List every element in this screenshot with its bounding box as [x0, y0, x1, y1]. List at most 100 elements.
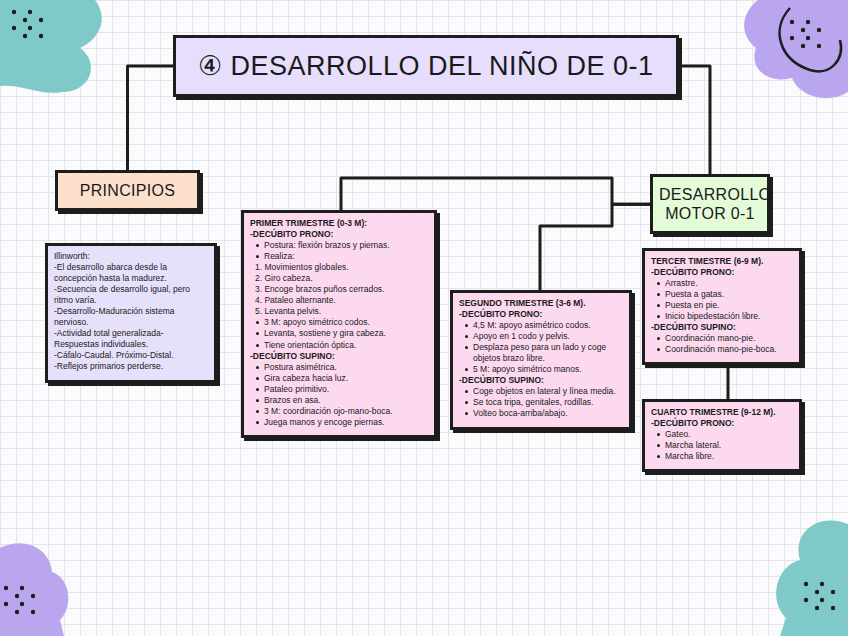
dot: [820, 598, 824, 602]
bullet-item: Coordinación mano-pie-boca.: [651, 344, 793, 355]
bullet-item: Coordinación mano-pie.: [651, 333, 793, 344]
heading: ④ DESARROLLO DEL NIÑO DE 0-1: [198, 50, 654, 82]
dot: [15, 594, 19, 598]
bullet-item: Postura asimétrica.: [250, 362, 428, 373]
bullet-item: Inicio bipedestación libre.: [651, 311, 793, 322]
bullet-item: Pataleo primitivo.: [250, 384, 428, 395]
bullet-item: Realiza:: [250, 251, 428, 262]
bullet-item: Levanta, sostiene y gira cabeza.: [250, 328, 428, 339]
bullet-item: Puesta a gatas.: [651, 289, 793, 300]
blob: [0, 0, 102, 93]
heading: -DECÚBITO PRONO:: [651, 267, 793, 278]
bullet-item: Volteo boca-arriba/abajo.: [459, 408, 623, 419]
heading: PRINCIPIOS: [64, 181, 191, 200]
text-box: TERCER TIMESTRE (6-9 M).-DECÚBITO PRONO:…: [642, 248, 802, 365]
bullet-item: Marcha libre.: [651, 451, 793, 462]
dot: [4, 602, 8, 606]
blob: [0, 543, 68, 636]
blob: [744, 0, 848, 98]
bullet-item: Tiene orientación óptica.: [250, 340, 428, 351]
text-line: Illinworth:: [54, 251, 208, 262]
text-line: -Desarrollo-Maduración sistema nervioso.: [54, 306, 208, 328]
dot: [31, 594, 35, 598]
bullet-item: Coge objetos en lateral y línea media.: [459, 386, 623, 397]
bullet-item: 3 M: apoyo simétrico codos.: [250, 317, 428, 328]
connector: [540, 204, 650, 290]
heading: -DECÚBITO PRONO:: [651, 418, 793, 429]
dot: [23, 34, 27, 38]
heading: -DECÚBITO SUPINO:: [651, 322, 793, 333]
numbered-item: 2. Giro cabeza.: [250, 273, 428, 284]
dot: [790, 20, 794, 24]
dot: [815, 590, 819, 594]
text-line: -Reflejos primarios perderse.: [54, 361, 208, 372]
dot: [15, 610, 19, 614]
bullet-item: Juega manos y encoge piernas.: [250, 417, 428, 428]
dot: [31, 610, 35, 614]
bullet-item: 5 M: apoyo simétrico manos.: [459, 364, 623, 375]
dot: [831, 590, 835, 594]
dot: [806, 20, 810, 24]
dot: [820, 582, 824, 586]
connector: [727, 365, 730, 399]
text-box: SEGUNDO TRIMESTRE (3-6 M).-DECÚBITO PRON…: [450, 290, 632, 430]
numbered-item: 5. Levanta pelvis.: [250, 306, 428, 317]
text-line: -El desarrollo abarca desde la concepció…: [54, 262, 208, 284]
dot: [28, 26, 32, 30]
bullet-item: Desplaza peso para un lado y coge objeto…: [459, 342, 623, 364]
numbered-item: 4. Pataleo alternante.: [250, 295, 428, 306]
text-line: -Actividad total generalizada-Respuestas…: [54, 328, 208, 350]
section-header: DESARROLLO MOTOR 0-1: [650, 174, 770, 234]
heading: PRIMER TRIMESTRE (0-3 M):: [250, 218, 428, 229]
dot: [815, 606, 819, 610]
dot: [12, 10, 16, 14]
blob: [776, 520, 848, 636]
dot: [12, 26, 16, 30]
heading: -DECÚBITO PRONO:: [459, 309, 623, 320]
text-box: PRIMER TRIMESTRE (0-3 M):-DECÚBITO PRONO…: [241, 210, 437, 438]
heading: CUARTO TRIMESTRE (9-12 M).: [651, 407, 793, 418]
dot: [817, 44, 821, 48]
bullet-item: Postura: flexión brazos y piernas.: [250, 240, 428, 251]
text-box: CUARTO TRIMESTRE (9-12 M).-DECÚBITO PRON…: [642, 399, 802, 472]
heading: DESARROLLO MOTOR 0-1: [659, 185, 761, 223]
bullet-item: Brazos en asa.: [250, 395, 428, 406]
heading: -DECÚBITO SUPINO:: [459, 375, 623, 386]
bullet-item: Gateo.: [651, 429, 793, 440]
bullet-item: Marcha lateral.: [651, 440, 793, 451]
dot: [20, 602, 24, 606]
dot: [39, 34, 43, 38]
swirl: [780, 8, 841, 71]
dot: [801, 28, 805, 32]
numbered-item: 3. Encoge brazos puños cerrados.: [250, 284, 428, 295]
bullet-item: Arrastre.: [651, 278, 793, 289]
heading: TERCER TIMESTRE (6-9 M).: [651, 256, 793, 267]
bullet-item: 4,5 M: apoyo asimétrico codos.: [459, 320, 623, 331]
dot: [806, 36, 810, 40]
text-box: Illinworth:-El desarrollo abarca desde l…: [45, 243, 217, 383]
text-line: -Cáfalo-Caudal. Próximo-Distal.: [54, 350, 208, 361]
heading: -DECÚBITO PRONO:: [250, 229, 428, 240]
connector: [341, 178, 650, 210]
dot: [801, 44, 805, 48]
bullet-item: Apoyo en 1 codo y pelvis.: [459, 331, 623, 342]
dot: [831, 606, 835, 610]
dot: [23, 18, 27, 22]
dot: [804, 582, 808, 586]
dot: [790, 36, 794, 40]
dot: [4, 586, 8, 590]
section-header: PRINCIPIOS: [55, 170, 200, 211]
dot: [817, 28, 821, 32]
heading: SEGUNDO TRIMESTRE (3-6 M).: [459, 298, 623, 309]
dot: [20, 586, 24, 590]
dots: [4, 10, 835, 614]
connector: [679, 66, 710, 174]
title-box: ④ DESARROLLO DEL NIÑO DE 0-1: [173, 35, 679, 97]
numbered-item: 1. Movimientos globales.: [250, 262, 428, 273]
dot: [28, 10, 32, 14]
connector: [128, 66, 174, 170]
dot: [804, 598, 808, 602]
heading: -DECÚBITO SUPINO:: [250, 351, 428, 362]
bullet-item: Puesta en pie.: [651, 300, 793, 311]
